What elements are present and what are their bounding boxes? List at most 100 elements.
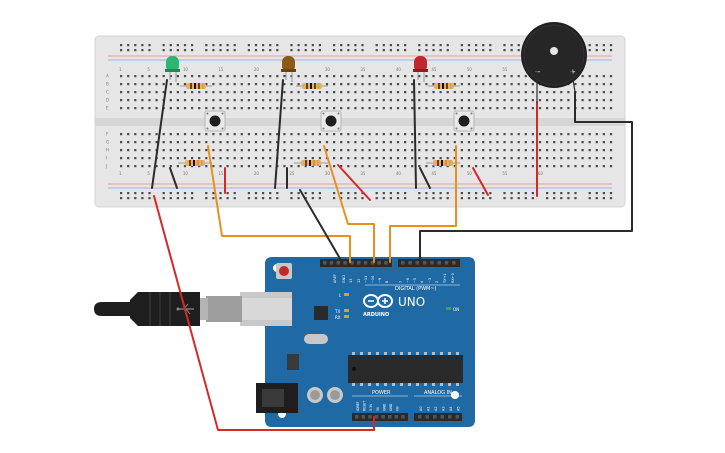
breadboard-hole	[226, 75, 229, 78]
push-button-2[interactable]	[320, 110, 342, 132]
breadboard-hole	[418, 75, 421, 78]
breadboard-hole	[609, 75, 613, 78]
breadboard-hole	[141, 49, 144, 52]
column-number: 10	[183, 67, 189, 72]
breadboard-hole	[375, 157, 378, 160]
column-number: 60	[538, 171, 544, 176]
breadboard-hole	[482, 75, 485, 78]
breadboard-hole	[382, 149, 385, 152]
usb-chip	[314, 306, 328, 320]
breadboard-hole	[191, 149, 194, 152]
breadboard-hole	[439, 133, 442, 136]
breadboard-hole	[396, 91, 400, 94]
breadboard-hole	[212, 197, 215, 200]
breadboard-hole	[191, 133, 194, 136]
push-button-1[interactable]	[204, 110, 226, 132]
breadboard-hole	[325, 75, 329, 78]
breadboard-hole	[425, 133, 428, 136]
breadboard-hole	[262, 49, 265, 52]
breadboard-hole	[467, 141, 471, 144]
breadboard-hole	[503, 107, 506, 110]
breadboard-hole	[283, 75, 286, 78]
breadboard-hole	[460, 44, 463, 47]
breadboard-hole	[609, 165, 613, 168]
breadboard-hole	[453, 157, 456, 160]
breadboard-hole	[553, 99, 556, 102]
breadboard-hole	[467, 197, 471, 200]
breadboard-hole	[254, 141, 258, 144]
breadboard-hole	[482, 107, 485, 110]
column-number: 20	[254, 67, 260, 72]
breadboard-hole	[467, 91, 471, 94]
breadboard-hole	[411, 107, 414, 110]
push-button-3[interactable]	[453, 110, 475, 132]
breadboard-hole	[247, 99, 250, 102]
breadboard-hole	[347, 133, 350, 136]
chip-pin	[424, 383, 427, 386]
breadboard-hole	[531, 133, 534, 136]
breadboard-hole	[524, 192, 527, 195]
breadboard-hole	[290, 44, 293, 47]
breadboard-hole	[425, 157, 428, 160]
breadboard-hole	[354, 197, 357, 200]
breadboard-hole	[269, 141, 272, 144]
breadboard-hole	[333, 165, 336, 168]
breadboard-hole	[127, 197, 130, 200]
breadboard-hole	[233, 133, 236, 136]
breadboard-hole	[333, 133, 336, 136]
breadboard-hole	[460, 91, 463, 94]
column-number: 1	[119, 171, 122, 176]
breadboard-hole	[240, 83, 243, 86]
breadboard-hole	[496, 149, 499, 152]
breadboard-hole	[475, 99, 478, 102]
breadboard-hole	[425, 91, 428, 94]
breadboard-hole	[432, 157, 435, 160]
breadboard-hole	[446, 157, 449, 160]
breadboard-hole	[354, 133, 357, 136]
breadboard-hole	[411, 165, 414, 168]
breadboard-hole	[524, 99, 527, 102]
breadboard-hole	[311, 44, 314, 47]
breadboard-hole	[240, 91, 243, 94]
breadboard-hole	[254, 149, 258, 152]
breadboard-hole	[247, 133, 250, 136]
breadboard-hole	[141, 141, 144, 144]
breadboard-hole	[198, 133, 201, 136]
breadboard-hole	[389, 141, 392, 144]
breadboard-hole	[475, 133, 478, 136]
breadboard-hole	[347, 44, 350, 47]
breadboard-hole	[567, 107, 570, 110]
breadboard-hole	[354, 75, 357, 78]
breadboard-hole	[531, 91, 534, 94]
breadboard-hole	[205, 99, 208, 102]
breadboard-hole	[546, 197, 549, 200]
buzzer-leg-plus	[571, 71, 576, 93]
breadboard-hole	[524, 75, 527, 78]
breadboard-hole	[567, 99, 570, 102]
breadboard-hole	[609, 44, 613, 47]
breadboard-hole	[467, 165, 471, 168]
breadboard-hole	[219, 49, 222, 52]
breadboard-hole	[475, 141, 478, 144]
breadboard-hole	[205, 141, 208, 144]
breadboard-hole	[183, 149, 187, 152]
breadboard-hole	[524, 91, 527, 94]
breadboard-hole	[546, 165, 549, 168]
breadboard-hole	[560, 192, 563, 195]
breadboard-hole	[333, 107, 336, 110]
breadboard-hole	[219, 75, 222, 78]
breadboard-hole	[375, 133, 378, 136]
breadboard-hole	[609, 141, 613, 144]
breadboard-hole	[191, 99, 194, 102]
breadboard-hole	[191, 165, 194, 168]
breadboard-hole	[467, 107, 471, 110]
column-number: 40	[396, 171, 402, 176]
breadboard-hole	[141, 91, 144, 94]
breadboard-hole	[560, 197, 563, 200]
breadboard-hole	[148, 149, 151, 152]
breadboard-hole	[283, 91, 286, 94]
breadboard-hole	[169, 107, 172, 110]
breadboard-hole	[418, 133, 421, 136]
breadboard-hole	[460, 83, 463, 86]
resistors	[178, 83, 460, 166]
